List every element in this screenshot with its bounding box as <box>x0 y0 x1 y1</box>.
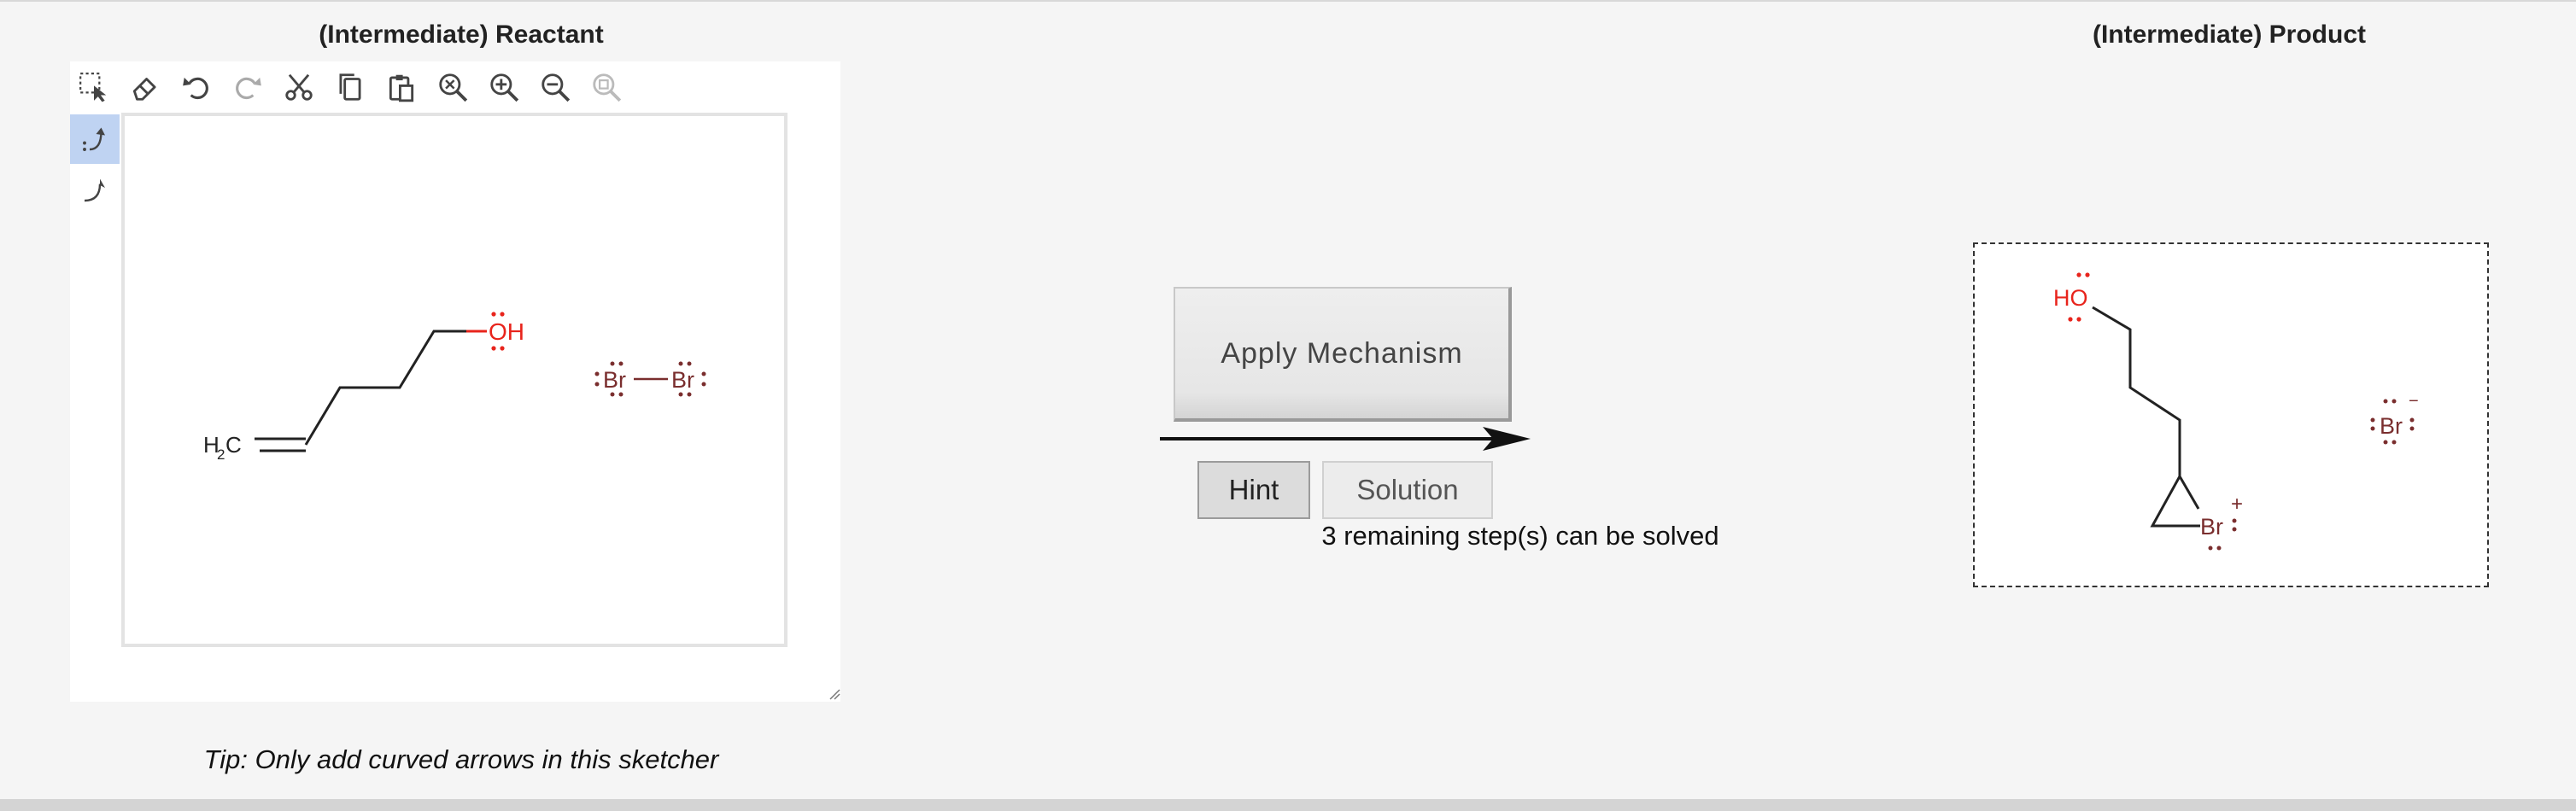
bromonium-label: Br <box>2200 514 2223 540</box>
top-border <box>0 0 2576 2</box>
svg-text:2: 2 <box>217 446 225 463</box>
sketcher-toolbar <box>70 61 840 113</box>
sketcher-tip: Tip: Only add curved arrows in this sket… <box>203 744 719 774</box>
undo-icon[interactable] <box>178 68 215 106</box>
reactant-sketcher[interactable]: H 2 C OH Br Br <box>70 61 840 702</box>
zoom-out-icon[interactable] <box>536 68 574 106</box>
sketcher-sidebar <box>70 113 120 702</box>
electron-pair-arrow-tool[interactable] <box>70 114 120 164</box>
single-electron-arrow-icon <box>84 178 105 202</box>
hydroxyl-label: OH <box>489 318 524 345</box>
svg-text:H: H <box>203 432 220 458</box>
electron-pair-arrow-icon <box>83 127 105 151</box>
bottom-scrollbar[interactable] <box>0 799 2576 811</box>
single-electron-arrow-tool[interactable] <box>70 166 120 215</box>
bromide-label: Br <box>2380 413 2403 439</box>
product-hydroxyl-label: HO <box>2053 285 2088 311</box>
redo-icon[interactable] <box>229 68 266 106</box>
product-panel-title: (Intermediate) Product <box>2092 20 2367 49</box>
product-structure-box: HO Br + Br − <box>1973 242 2489 587</box>
zoom-fit-icon[interactable] <box>588 68 625 106</box>
bromonium-charge: + <box>2231 493 2243 516</box>
remaining-steps-text: 3 remaining step(s) can be solved <box>1321 521 1719 551</box>
solution-button[interactable]: Solution <box>1322 461 1493 519</box>
product-structure: HO Br + Br − <box>2053 272 2419 551</box>
select-icon[interactable] <box>75 68 113 106</box>
cut-icon[interactable] <box>280 68 318 106</box>
zoom-reset-icon[interactable] <box>434 68 471 106</box>
alkene-carbon-label: C <box>225 432 242 458</box>
bromine-left-label: Br <box>603 367 626 393</box>
bromine-right-label: Br <box>671 367 694 393</box>
resize-grip-icon[interactable] <box>828 688 840 700</box>
zoom-in-icon[interactable] <box>485 68 523 106</box>
reactant-structure: H 2 C OH Br Br <box>203 312 706 463</box>
apply-mechanism-button[interactable]: Apply Mechanism <box>1174 287 1512 422</box>
reaction-arrow-icon <box>1160 427 1531 451</box>
reactant-panel-title: (Intermediate) Reactant <box>319 20 604 49</box>
eraser-icon[interactable] <box>126 68 164 106</box>
bromide-charge: − <box>2409 392 2419 411</box>
copy-icon[interactable] <box>331 68 369 106</box>
hint-button[interactable]: Hint <box>1197 461 1310 519</box>
paste-icon[interactable] <box>383 68 420 106</box>
sketcher-canvas[interactable]: H 2 C OH Br Br <box>121 113 787 647</box>
